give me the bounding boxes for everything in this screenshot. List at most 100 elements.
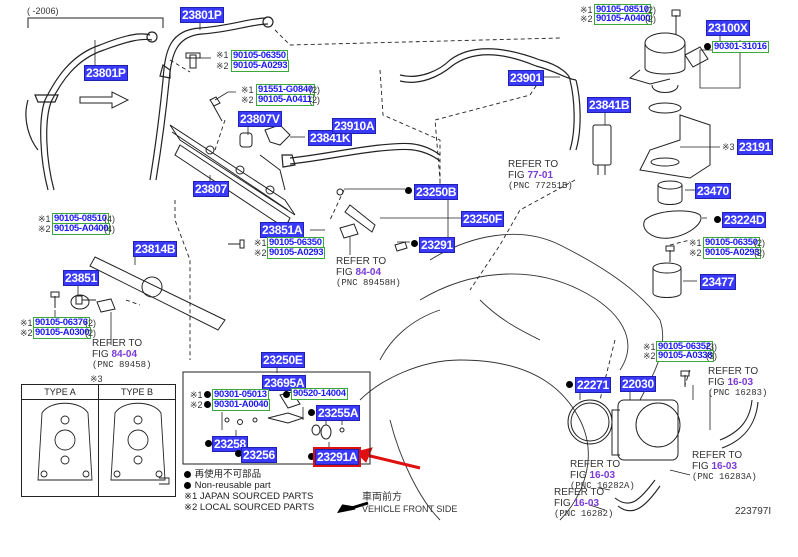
part-23695A[interactable]: 23695A — [262, 375, 307, 391]
marker-1: ※1 — [216, 50, 229, 60]
fig-link[interactable]: 84-04 — [111, 349, 138, 360]
part-23224D[interactable]: 23224D — [722, 212, 767, 228]
refer-to-84-04-left[interactable]: REFER TO FIG 84-04 (PNC 89458) — [92, 338, 151, 371]
refer-to-16-03-16282[interactable]: REFER TO FIG 16-03 (PNC 16282) — [554, 487, 613, 520]
part-23814B[interactable]: 23814B — [133, 241, 178, 257]
fig-prefix: FIG — [554, 498, 571, 509]
part-23250F[interactable]: 23250F — [461, 211, 504, 227]
part-23801P-old[interactable]: 23801P — [84, 65, 128, 81]
fig-link[interactable]: 16-03 — [589, 470, 616, 481]
bullet-dot — [184, 481, 191, 489]
refer-to-16-03-16282A[interactable]: REFER TO FIG 16-03 (PNC 16282A) — [570, 459, 635, 492]
non-reusable-dot — [405, 187, 412, 194]
bolt-90105-A0300[interactable]: 90105-A0300 — [33, 327, 92, 339]
bolt-90301-31016[interactable]: 90301-31016 — [712, 41, 769, 53]
type-divider — [98, 385, 99, 496]
fig-link[interactable]: 77-01 — [527, 170, 554, 181]
fig-prefix: FIG — [692, 461, 709, 472]
marker-1: ※1 — [580, 5, 593, 15]
year-range-label: ( -2006) — [27, 6, 59, 16]
pnc-code: (PNC 16283A) — [692, 472, 757, 482]
fig-link[interactable]: 16-03 — [711, 461, 738, 472]
marker-2: ※2 — [241, 95, 254, 105]
bolt-icons — [50, 9, 690, 387]
hose-16283-icon — [719, 399, 759, 449]
part-23841B[interactable]: 23841B — [587, 97, 632, 113]
type-b-header: TYPE B — [99, 385, 175, 400]
bolt-90105-A0293-mid[interactable]: 90105-A0293 — [267, 247, 326, 259]
part-23841K[interactable]: 23841K — [308, 130, 353, 146]
part-22271[interactable]: 22271 — [575, 377, 611, 393]
bolt-90105-A0400-top[interactable]: 90105-A0400 — [594, 13, 653, 25]
refer-to-16-03-16283A[interactable]: REFER TO FIG 16-03 (PNC 16283A) — [692, 450, 757, 483]
refer-to-16-03-16283[interactable]: REFER TO FIG 16-03 (PNC 16283) — [708, 366, 767, 399]
vehicle-front-arrow-icon — [336, 501, 369, 514]
refer-label: REFER TO — [92, 338, 143, 349]
part-23807V[interactable]: 23807V — [238, 111, 282, 127]
part-23477[interactable]: 23477 — [700, 274, 736, 290]
fig-prefix: FIG — [708, 377, 725, 388]
part-23191[interactable]: 23191 — [737, 139, 773, 155]
sensor-icon — [339, 223, 359, 239]
legend-non-reusable-jp: 再使用不可部品 — [194, 469, 262, 480]
quantity-label: (2) — [309, 95, 320, 105]
refer-to-77-01[interactable]: REFER TO FIG 77-01 (PNC 77251B) — [508, 159, 573, 192]
marker-1: ※1 — [241, 85, 254, 95]
part-23801P[interactable]: 23801P — [180, 7, 224, 23]
pnc-code: (PNC 89458) — [92, 360, 152, 370]
throttle-body-icon — [611, 399, 681, 461]
part-23851A[interactable]: 23851A — [260, 222, 305, 238]
quantity-label: (2) — [645, 5, 656, 15]
fig-prefix: FIG — [92, 349, 109, 360]
legend-local-sourced: ※2 LOCAL SOURCED PARTS — [184, 502, 315, 513]
non-reusable-dot — [714, 216, 721, 223]
part-23901[interactable]: 23901 — [508, 70, 544, 86]
part-23807[interactable]: 23807 — [193, 181, 229, 197]
quantity-label: (4) — [104, 224, 115, 234]
marker-2: ※2 — [689, 248, 702, 258]
part-23291A-highlighted[interactable]: 23291A — [312, 447, 362, 467]
part-23910A[interactable]: 23910A — [332, 118, 377, 134]
non-reusable-dot — [205, 440, 212, 447]
knock-sensor-icon — [96, 298, 116, 313]
fig-prefix: FIG — [508, 170, 525, 181]
part-23470[interactable]: 23470 — [695, 183, 731, 199]
fuel-rail-icon — [169, 124, 296, 229]
bolt-90301-A0040[interactable]: 90301-A0040 — [212, 399, 271, 411]
part-23250E[interactable]: 23250E — [261, 352, 305, 368]
part-23100X[interactable]: 23100X — [706, 20, 750, 36]
pnc-code: (PNC 16282A) — [570, 481, 635, 491]
refer-label: REFER TO — [692, 450, 743, 461]
part-23256[interactable]: 23256 — [241, 447, 277, 463]
refer-label: REFER TO — [708, 366, 759, 377]
bullet-dot — [184, 470, 191, 478]
connector-icon — [592, 124, 612, 166]
bolt-90520-14004[interactable]: 90520-14004 — [291, 388, 348, 400]
fuel-pipe-23901-icon — [399, 48, 581, 151]
non-reusable-dot — [204, 391, 211, 398]
marker-1: ※1 — [643, 342, 656, 352]
bolt-90105-A0293-top[interactable]: 90105-A0293 — [231, 60, 290, 72]
bolt-90105-A0400-left[interactable]: 90105-A0400 — [52, 223, 111, 235]
part-23291[interactable]: 23291 — [419, 237, 455, 253]
part-23851[interactable]: 23851 — [63, 270, 99, 286]
quantity-label: (3) — [706, 351, 717, 361]
fig-prefix: FIG — [336, 267, 353, 278]
fig-link[interactable]: 84-04 — [355, 267, 382, 278]
bolt-90105-A0338[interactable]: 90105-A0338 — [656, 350, 715, 362]
refer-to-84-04-mid[interactable]: REFER TO FIG 84-04 (PNC 89458H) — [336, 256, 401, 289]
bolt-90105-A0411[interactable]: 90105-A0411 — [256, 94, 314, 106]
quantity-label: (2) — [85, 328, 96, 338]
quantity-label: (2) — [85, 318, 96, 328]
dashed-leaders — [125, 29, 691, 401]
part-23258[interactable]: 23258 — [212, 436, 248, 452]
non-reusable-dot — [704, 43, 711, 50]
part-22030[interactable]: 22030 — [620, 376, 656, 392]
fig-link[interactable]: 16-03 — [573, 498, 600, 509]
direction-en: VEHICLE FRONT SIDE — [362, 504, 458, 514]
part-23250B[interactable]: 23250B — [414, 184, 459, 200]
legend: 再使用不可部品 Non-reusable part ※1 JAPAN SOURC… — [184, 469, 314, 513]
bolt-90105-A0293-right[interactable]: 90105-A0293 — [703, 247, 762, 259]
part-23255A[interactable]: 23255A — [316, 405, 361, 421]
fig-link[interactable]: 16-03 — [727, 377, 754, 388]
